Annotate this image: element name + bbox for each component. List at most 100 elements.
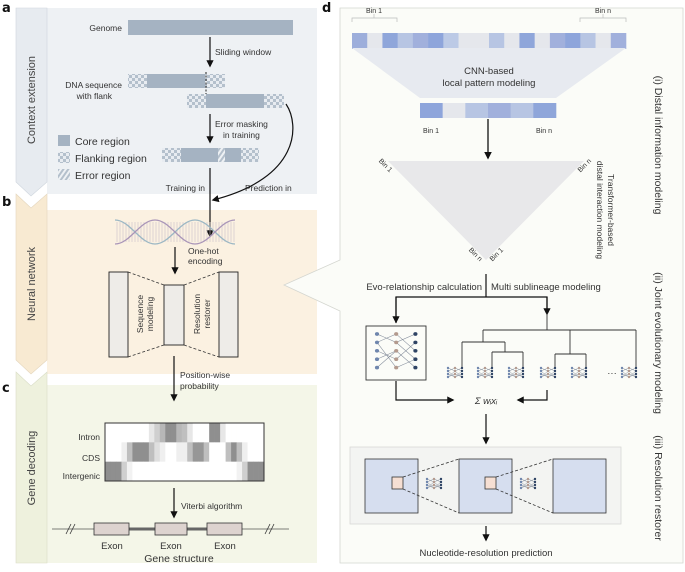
heatmap-cell <box>225 423 232 443</box>
heatmap-cell <box>137 423 144 443</box>
input-bin-cell <box>519 33 535 49</box>
heatmap-cell <box>110 442 117 462</box>
heatmap-cell <box>214 461 221 482</box>
heatmap-cell <box>187 423 194 443</box>
heatmap-cell <box>258 442 265 462</box>
heatmap-cell <box>148 461 155 482</box>
heatmap-cell <box>148 442 155 462</box>
heatmap-cell <box>203 423 210 443</box>
resolution-restorer-label-line2: restorer <box>202 299 212 328</box>
heatmap-cell <box>115 461 122 482</box>
side-label-context-extension: Context extension <box>26 56 38 144</box>
input-bin-cell <box>443 33 459 49</box>
binn-bracket <box>579 14 627 22</box>
heatmap-cell <box>110 461 117 482</box>
input-bin-cell <box>610 33 627 49</box>
output-bin1-label: Bin 1 <box>423 128 439 135</box>
sliding-window-label: Sliding window <box>215 47 272 57</box>
training-in-label: Training in <box>166 183 206 193</box>
dna-seq-label-line1: DNA sequence <box>65 80 122 90</box>
output-bin-cell <box>488 103 511 118</box>
heatmap-cell <box>214 423 221 443</box>
heatmap-cell <box>170 442 177 462</box>
cnn-funnel <box>352 48 626 98</box>
position-wise-label-line2: probability <box>180 381 219 391</box>
heatmap-cell <box>159 442 166 462</box>
position-wise-label-line1: Position-wise <box>180 370 230 380</box>
heatmap-cell <box>159 461 166 482</box>
output-bin-cell <box>442 103 466 118</box>
heatmap-cell <box>154 442 161 462</box>
panel-letter-c: c <box>2 381 10 396</box>
output-bin-cell <box>510 103 534 118</box>
break-mark-right <box>264 523 275 535</box>
genome-bar <box>128 20 293 35</box>
evo-relationship-label: Evo-relationship calculation <box>366 282 482 293</box>
heatmap-cell <box>154 423 161 443</box>
heatmap-cell <box>126 442 133 462</box>
panel-d-frame <box>283 7 684 564</box>
legend-core-region: Core region <box>58 135 130 148</box>
heatmap-cell <box>181 461 188 482</box>
dna-sequence-window-2 <box>187 94 284 108</box>
heatmap-cell <box>137 461 144 482</box>
heatmap-cell <box>170 461 177 482</box>
heatmap-cell <box>236 442 243 462</box>
exon-box-3 <box>206 522 243 536</box>
legend-core-label: Core region <box>75 136 130 148</box>
prediction-in-arrow <box>211 103 294 203</box>
heatmap-cell <box>231 461 237 482</box>
heatmap-cell <box>198 442 204 462</box>
heatmap-cell <box>242 423 248 443</box>
heatmap-cell <box>242 461 248 482</box>
heatmap-cell <box>121 442 128 462</box>
attention-map-triangle <box>388 161 584 260</box>
input-bin-cell <box>458 33 475 49</box>
transformer-label-line2: distal interaction modeling <box>595 161 605 260</box>
heatmap-cell <box>220 461 226 482</box>
heatmap-cell <box>258 423 265 443</box>
heatmap-cell <box>198 423 204 443</box>
legend-flanking-region: Flanking region <box>58 152 147 165</box>
output-binn-label: Bin n <box>536 128 552 135</box>
heatmap-cell <box>115 423 122 443</box>
exon-label-1: Exon <box>101 541 123 552</box>
heatmap-cell <box>170 423 177 443</box>
heatmap-cell <box>236 423 243 443</box>
sequence-modeling-label-line1: Sequence <box>135 295 145 334</box>
side-label-gene-decoding: Gene decoding <box>26 431 38 506</box>
heatmap-cell <box>110 423 117 443</box>
exon-box-1 <box>93 522 130 536</box>
legend-error-swatch <box>58 169 70 180</box>
heatmap-row-label-cds: CDS <box>82 453 100 463</box>
heatmap-row-label-intron: Intron <box>78 432 100 442</box>
input-bin-cell <box>367 33 383 49</box>
section-label-resolution-restorer: (iii) Resolution restorer <box>652 435 664 541</box>
dna-sequence-window-1 <box>128 74 225 88</box>
heatmap-cell <box>143 461 150 482</box>
heatmap-cell <box>203 461 210 482</box>
input-binn-label: Bin n <box>595 8 611 15</box>
restorer-map-1 <box>364 458 419 514</box>
heatmap-cell <box>242 442 248 462</box>
gene-structure-label: Gene structure <box>144 553 214 565</box>
exon-box-2 <box>154 522 188 536</box>
heatmap-cell <box>247 423 254 443</box>
heatmap-cell <box>209 423 215 443</box>
break-mark-left <box>65 523 76 535</box>
input-layer-block <box>108 271 129 358</box>
resolution-restorer-label-line1: Resolution <box>192 294 202 334</box>
heatmap-cell <box>225 442 232 462</box>
heatmap-cell <box>126 461 133 482</box>
heatmap-cell <box>137 442 144 462</box>
heatmap-cell <box>214 442 221 462</box>
heatmap-cell <box>209 442 215 462</box>
legend-core-swatch <box>58 135 70 146</box>
heatmap-cell <box>181 423 188 443</box>
panel-letter-b: b <box>2 195 11 210</box>
heatmap-cell <box>181 442 188 462</box>
heatmap-cell <box>132 461 139 482</box>
multi-sublineage-label: Multi sublineage modeling <box>491 282 601 293</box>
heatmap-cell <box>115 442 122 462</box>
